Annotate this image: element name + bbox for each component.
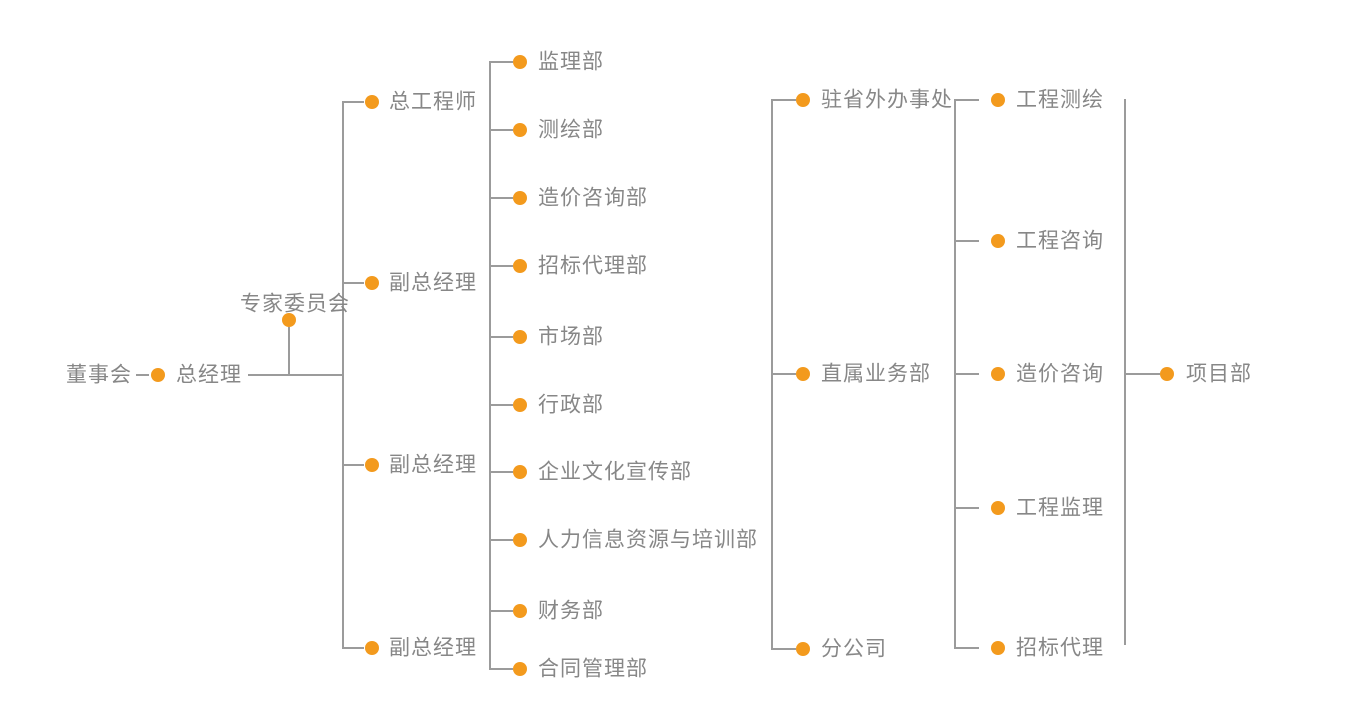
department-branch-line: [489, 336, 513, 338]
gm-to-trunk-line: [248, 374, 343, 376]
org-label-department: 测绘部: [538, 118, 604, 142]
department-bullet-icon: [513, 330, 527, 344]
field-office-branch-line: [771, 373, 796, 375]
business-unit-branch-line: [954, 647, 979, 649]
org-label-executive: 副总经理: [389, 453, 477, 477]
expert-committee-drop-line: [288, 327, 290, 376]
department-branch-line: [489, 610, 513, 612]
executive-branch-line: [342, 647, 364, 649]
org-label-department: 招标代理部: [538, 254, 648, 278]
department-branch-line: [489, 265, 513, 267]
department-branch-line: [489, 471, 513, 473]
department-branch-line: [489, 668, 513, 670]
business-unit-bullet-icon: [991, 367, 1005, 381]
gm-bullet-icon: [151, 368, 165, 382]
executive-bullet-icon: [365, 276, 379, 290]
department-bullet-icon: [513, 398, 527, 412]
expert-committee-bullet-icon: [282, 313, 296, 327]
org-label-department: 合同管理部: [538, 657, 648, 681]
department-bullet-icon: [513, 55, 527, 69]
org-label-business-unit: 工程监理: [1016, 496, 1104, 520]
org-label-board: 董事会: [66, 363, 132, 387]
executive-branch-line: [342, 101, 364, 103]
department-branch-line: [489, 129, 513, 131]
business-unit-bullet-icon: [991, 93, 1005, 107]
org-label-field-office: 驻省外办事处: [821, 88, 953, 112]
org-label-department: 市场部: [538, 325, 604, 349]
department-bullet-icon: [513, 465, 527, 479]
org-label-expert-committee: 专家委员会: [240, 292, 350, 316]
business-unit-branch-line: [954, 240, 979, 242]
org-label-executive: 总工程师: [389, 90, 477, 114]
field-office-branch-line: [771, 99, 796, 101]
executive-bullet-icon: [365, 641, 379, 655]
org-label-department: 行政部: [538, 393, 604, 417]
org-label-executive: 副总经理: [389, 636, 477, 660]
department-branch-line: [489, 404, 513, 406]
org-label-department: 人力信息资源与培训部: [538, 528, 758, 552]
org-label-executive: 副总经理: [389, 271, 477, 295]
department-bullet-icon: [513, 259, 527, 273]
business-unit-branch-line: [954, 99, 979, 101]
business-unit-bullet-icon: [991, 234, 1005, 248]
org-label-field-office: 直属业务部: [821, 362, 931, 386]
business-unit-bullet-icon: [991, 501, 1005, 515]
field-office-bullet-icon: [796, 93, 810, 107]
org-label-business-unit: 工程咨询: [1016, 229, 1104, 253]
executive-branch-line: [342, 464, 364, 466]
department-branch-line: [489, 197, 513, 199]
business-unit-branch-line: [954, 507, 979, 509]
business-unit-branch-line: [954, 373, 979, 375]
org-label-project-department: 项目部: [1186, 362, 1252, 386]
org-label-business-unit: 工程测绘: [1016, 88, 1104, 112]
org-label-department: 造价咨询部: [538, 186, 648, 210]
department-branch-line: [489, 61, 513, 63]
executive-branch-line: [342, 282, 364, 284]
org-label-general-manager: 总经理: [176, 363, 242, 387]
field-office-bullet-icon: [796, 642, 810, 656]
department-bullet-icon: [513, 533, 527, 547]
executive-bullet-icon: [365, 95, 379, 109]
field-office-branch-line: [771, 648, 796, 650]
org-label-department: 企业文化宣传部: [538, 460, 692, 484]
org-label-business-unit: 造价咨询: [1016, 362, 1104, 386]
department-bullet-icon: [513, 604, 527, 618]
board-to-gm-line: [136, 374, 149, 376]
org-label-field-office: 分公司: [821, 637, 887, 661]
executive-bullet-icon: [365, 458, 379, 472]
department-bullet-icon: [513, 662, 527, 676]
project-branch-line: [1126, 373, 1160, 375]
business-unit-bullet-icon: [991, 641, 1005, 655]
field-office-bullet-icon: [796, 367, 810, 381]
org-label-department: 财务部: [538, 599, 604, 623]
org-label-business-unit: 招标代理: [1016, 636, 1104, 660]
org-label-department: 监理部: [538, 50, 604, 74]
departments-spine: [489, 61, 491, 670]
department-bullet-icon: [513, 123, 527, 137]
department-bullet-icon: [513, 191, 527, 205]
project-collector-bar: [1124, 99, 1126, 645]
department-branch-line: [489, 539, 513, 541]
executives-spine: [342, 101, 344, 649]
project-bullet-icon: [1160, 367, 1174, 381]
